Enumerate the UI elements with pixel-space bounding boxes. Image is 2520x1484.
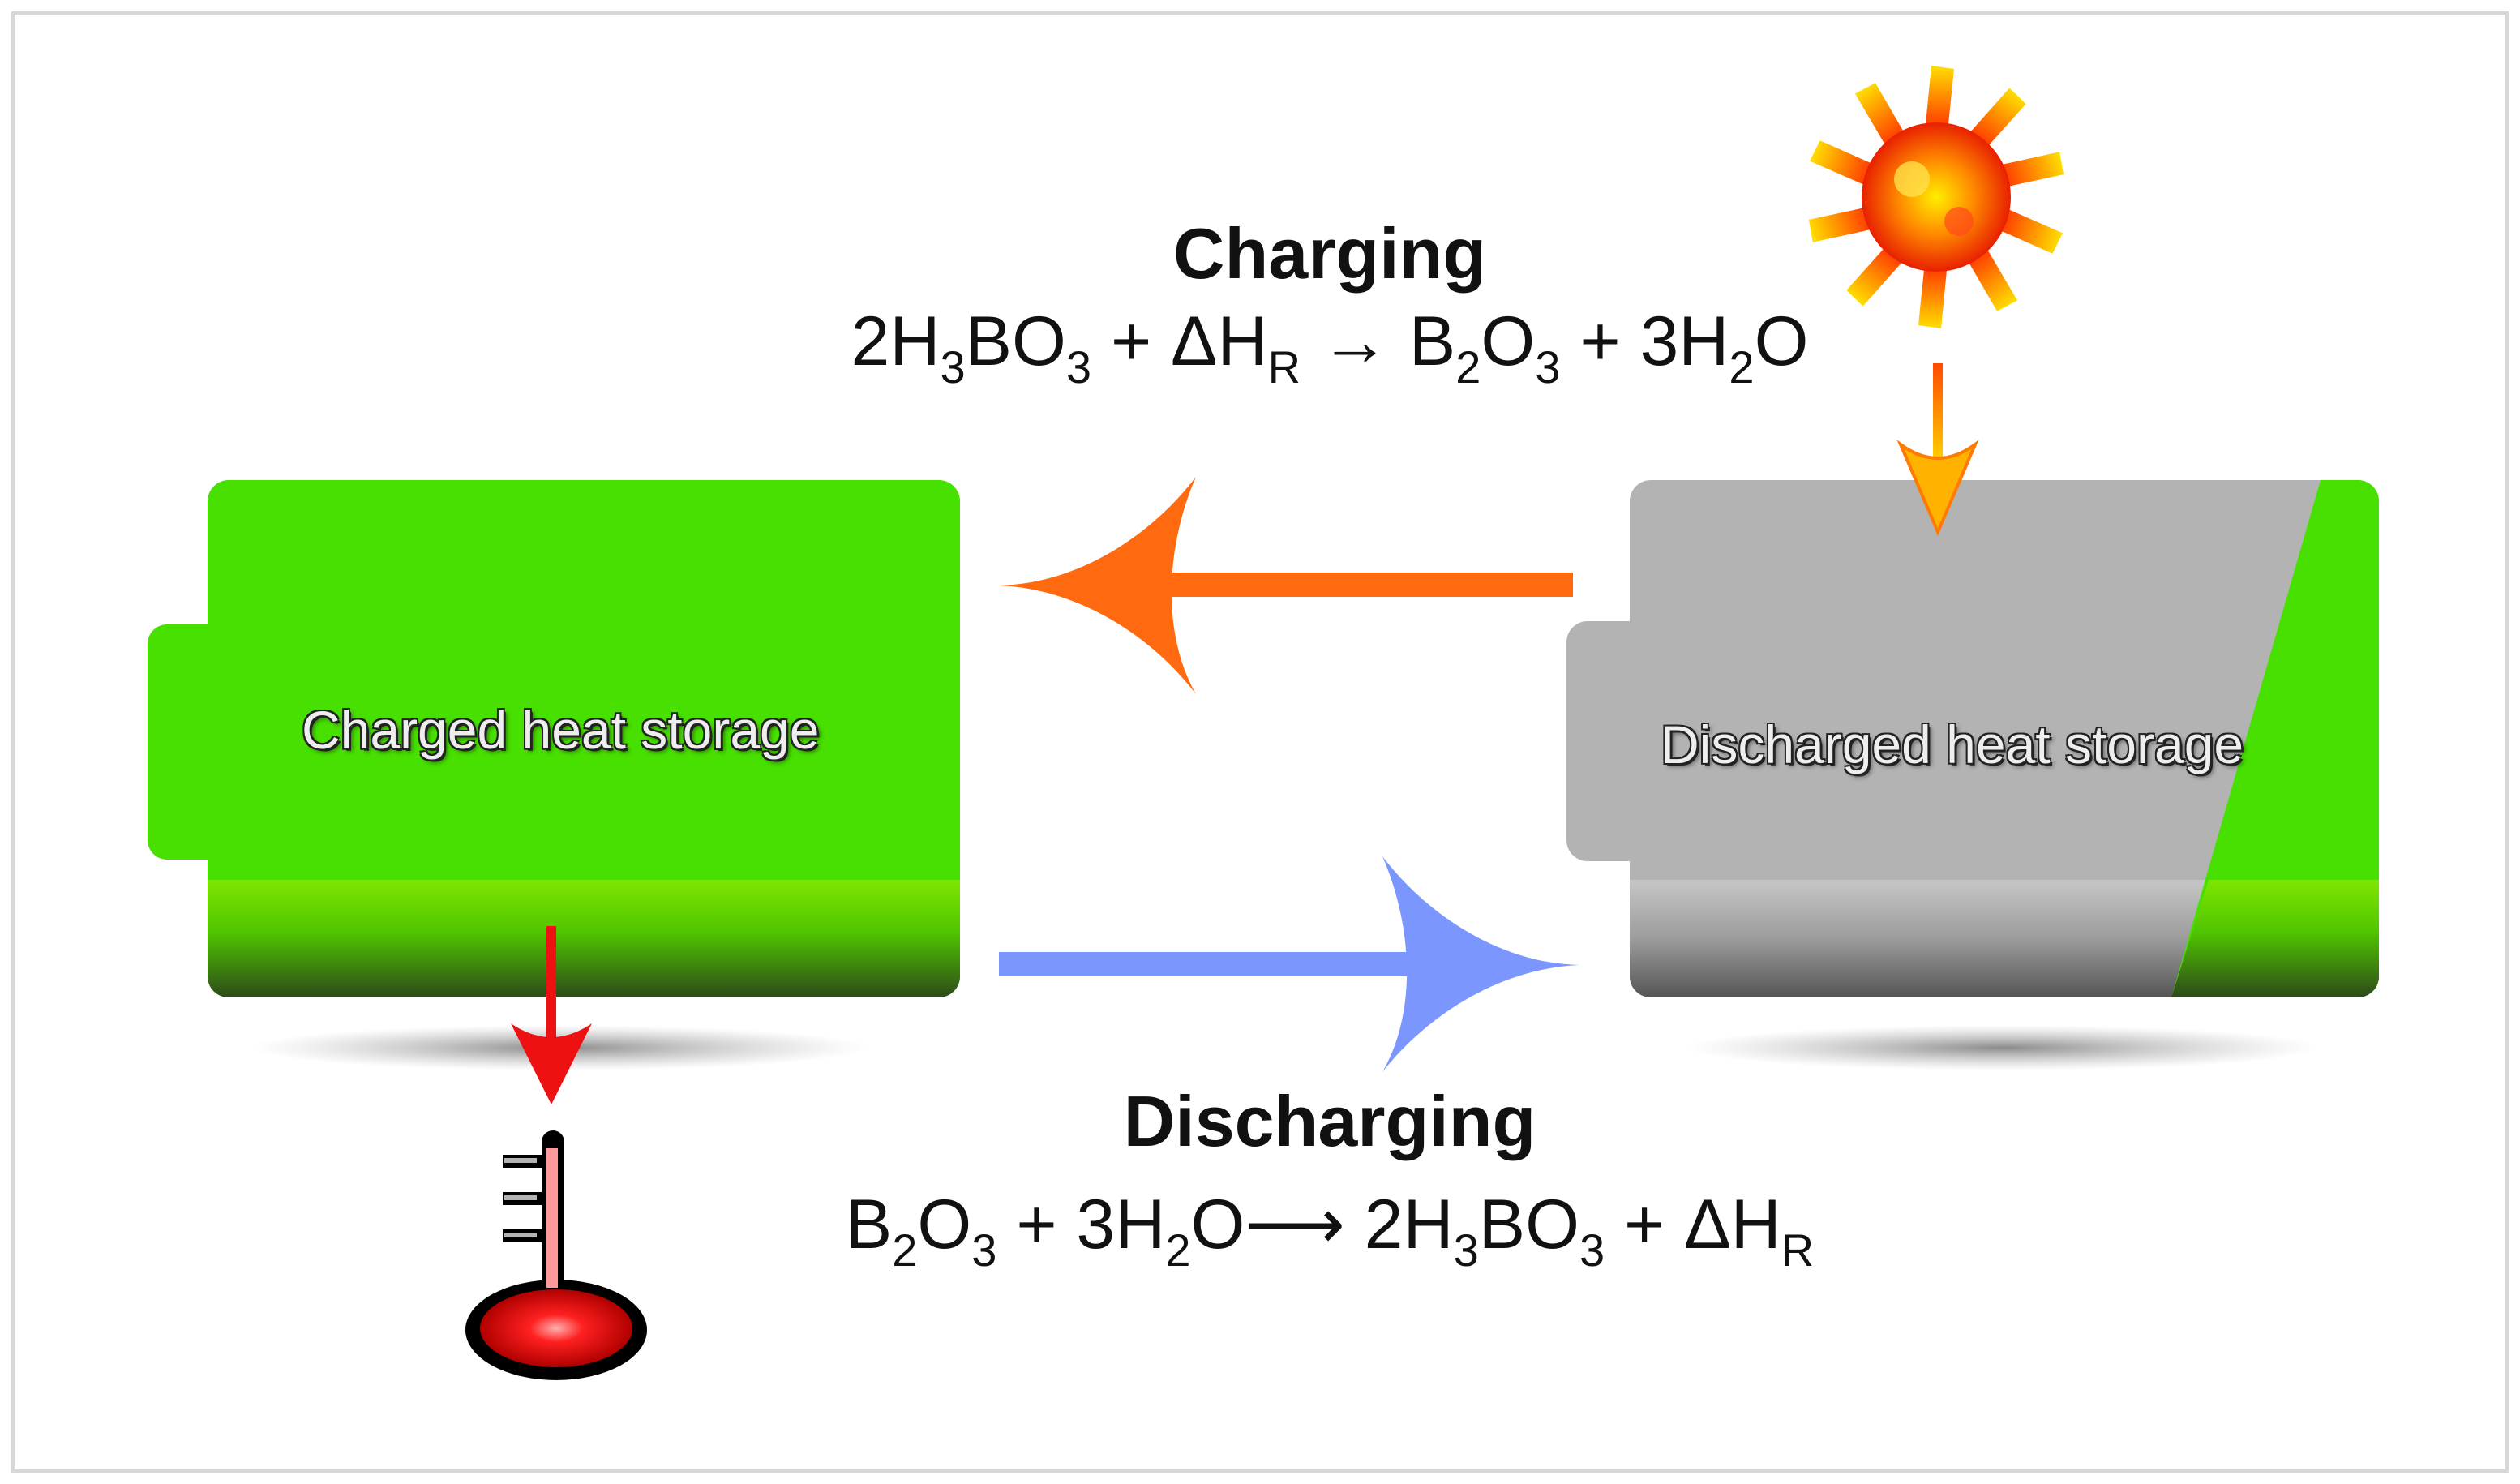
equation-token: 2H [1364,1186,1454,1263]
equation-token: 3 [971,1225,997,1276]
discharged-battery-label: Discharged heat storage [1661,714,2244,774]
equation-token: R [1781,1225,1815,1276]
equation-token: O [1754,302,1809,380]
equation-token: + ΔH [1605,1186,1781,1263]
equation-token: 2 [1729,341,1755,392]
equation-token: 3 [1065,341,1092,392]
discharged-battery-shadow [1686,1025,2319,1070]
equation-token: 2H [851,302,941,380]
equation-token: 3 [1579,1225,1605,1276]
discharging-arrow [999,856,1579,1072]
thermometer-icon [465,1130,647,1380]
charging-arrow [999,477,1573,694]
equation-token: O [917,1186,972,1263]
sun-arrow [1896,363,1979,537]
equation-token: B [845,1186,893,1263]
equation-token: BO [965,302,1066,380]
reaction-arrow: ⟶ [1245,1186,1365,1263]
charged-battery-label: Charged heat storage [302,700,820,760]
discharging-title: Discharging [1123,1081,1536,1161]
equation-token: 2 [1455,341,1481,392]
equation-token: R [1267,341,1301,392]
equation-token: O [1190,1186,1245,1263]
equation-token: + 3H [1560,302,1729,380]
discharged-battery [1566,480,2379,997]
equation-token: B [1408,302,1456,380]
equation-token: 3 [940,341,966,392]
discharging-equation: B2O3 + 3H2O⟶ 2H3BO3 + ΔHR [730,1184,1930,1273]
charging-equation: 2H3BO3 + ΔHR → B2O3 + 3H2O [730,302,1930,390]
equation-token: 2 [1165,1225,1191,1276]
equation-token: 3 [1535,341,1561,392]
heat-out-arrow [511,926,592,1104]
equation-token: O [1481,302,1536,380]
equation-token: BO [1478,1186,1579,1263]
charging-title: Charging [1172,213,1487,294]
equation-token: + 3H [996,1186,1166,1263]
equation-token: 3 [1453,1225,1479,1276]
sun-icon [1808,66,2064,328]
equation-token: + ΔH [1091,302,1268,380]
equation-token: 2 [892,1225,918,1276]
reaction-arrow: → [1301,302,1409,380]
charged-battery [148,480,960,997]
